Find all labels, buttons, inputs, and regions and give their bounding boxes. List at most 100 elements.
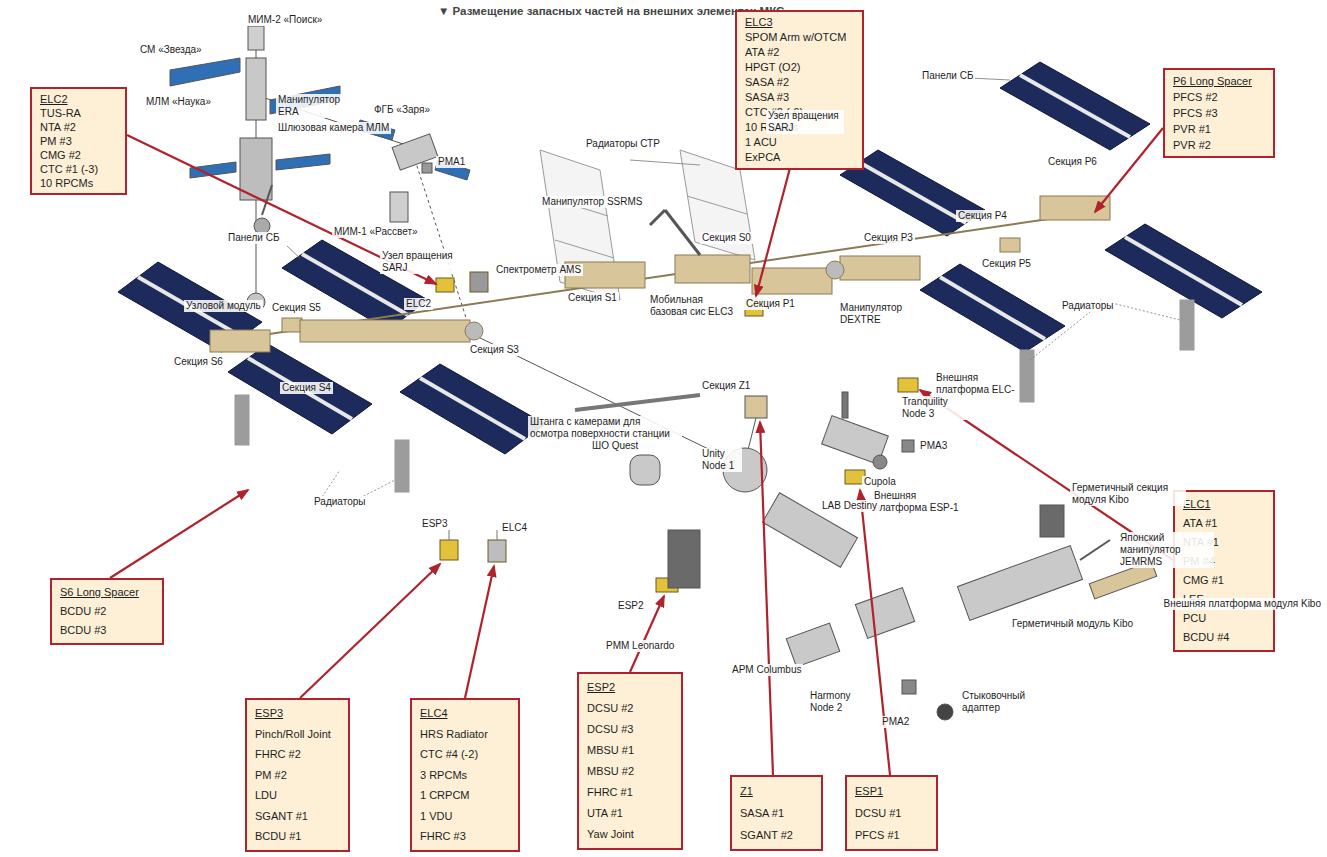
spare-part-item: SASA #1 — [740, 802, 813, 824]
part-label: LAB Destiny — [820, 500, 879, 512]
part-label: МИМ-1 «Рассвет» — [332, 226, 420, 238]
diagram-title: ▼ Размещение запасных частей на внешних … — [438, 5, 784, 17]
callout-heading: ELC4 — [420, 703, 510, 724]
leader-lines — [287, 246, 300, 258]
spare-part-item: ATA #2 — [745, 45, 854, 60]
radiators — [1180, 300, 1194, 350]
part-label: PMM Leonardo — [604, 640, 676, 652]
radiators — [555, 240, 614, 258]
pressurized-modules — [957, 546, 1082, 621]
part-label: Cupola — [862, 476, 898, 488]
callout-heading: ELC2 — [40, 92, 117, 106]
solar-arrays — [228, 344, 372, 434]
external-platforms — [449, 530, 450, 540]
part-label: Радиаторы СТР — [584, 138, 662, 150]
spare-part-item: SASA #3 — [745, 90, 854, 105]
part-label: Шлюзовая камера МЛМ — [276, 122, 391, 134]
spare-part-item: CTC #1 (-3) — [40, 162, 117, 176]
part-label: Tranquility Node 3 — [900, 396, 970, 420]
spare-part-item: PFCS #2 — [1173, 89, 1265, 105]
pressurized-modules — [873, 455, 887, 469]
part-label: Секция S3 — [468, 344, 521, 356]
spare-part-item: PCU — [1183, 609, 1265, 628]
solar-arrays — [118, 62, 1262, 454]
spare-part-item: CMG #2 — [40, 148, 117, 162]
part-label: Секция Z1 — [700, 380, 752, 392]
spare-part-item: UTA #1 — [587, 803, 673, 824]
external-platforms — [497, 530, 498, 540]
external-platforms — [436, 278, 454, 292]
callout-box: ELC4HRS RadiatorCTC #4 (-2)3 RPCMs1 CRPC… — [410, 698, 520, 852]
leader-lines — [630, 160, 700, 165]
pressurized-modules — [855, 588, 914, 639]
spare-part-item: SGANT #1 — [255, 806, 340, 827]
spare-part-item: HPGT (O2) — [745, 60, 854, 75]
part-label: Стыковочный адаптер — [960, 690, 1038, 714]
radiators — [1020, 350, 1034, 402]
truss-segments — [465, 322, 483, 340]
callout-heading: ELC1 — [1183, 495, 1265, 514]
callout-heading: ESP2 — [587, 677, 673, 698]
part-label: ФГБ «Заря» — [372, 104, 432, 116]
pressurized-modules — [668, 530, 700, 588]
spare-part-item: NTA #2 — [40, 120, 117, 134]
part-label: APM Columbus — [730, 664, 803, 676]
part-label: Секция S0 — [700, 232, 753, 244]
part-label: Внешняя платформа модуля Kibo — [1161, 598, 1323, 610]
callout-box: ESP3Pinch/Roll JointFHRC #2PM #2LDUSGANT… — [245, 698, 350, 852]
pressurized-modules — [902, 440, 914, 452]
spare-part-item: MBSU #1 — [587, 740, 673, 761]
part-label: Секция S5 — [270, 302, 323, 314]
spare-part-item: 1 ACU — [745, 135, 854, 150]
spare-part-item: MBSU #2 — [587, 761, 673, 782]
part-label: Радиаторы — [312, 496, 367, 508]
spare-part-item: CMG #1 — [1183, 571, 1265, 590]
truss-segments — [826, 261, 844, 279]
callout-heading: P6 Long Spacer — [1173, 73, 1265, 89]
spare-part-item: PM #2 — [255, 765, 340, 786]
russian-segment — [246, 58, 266, 120]
spare-part-item: Pinch/Roll Joint — [255, 724, 340, 745]
part-label: Секция S1 — [566, 292, 619, 304]
part-label: Спектрометр AMS — [494, 264, 583, 276]
part-label: Японский манипулятор JEMRMS — [1118, 532, 1214, 568]
spare-part-item: 3 RPCMs — [420, 765, 510, 786]
part-label: ELC4 — [500, 522, 529, 534]
spare-part-item: ATA #1 — [1183, 514, 1265, 533]
part-label: Манипулятор DEXTRE — [838, 302, 912, 326]
part-label: ШО Quest — [590, 440, 640, 452]
leader-lines — [1030, 304, 1100, 360]
russian-segment — [390, 192, 408, 222]
part-label: PMA1 — [436, 156, 467, 168]
russian-segment — [248, 26, 264, 50]
external-platforms — [898, 378, 918, 392]
part-label: Панели СБ — [920, 70, 975, 82]
part-label: Герметичный секция модуля Kibo — [1070, 482, 1186, 506]
spare-part-item: FHRC #3 — [420, 826, 510, 847]
spare-part-item: 1 VDU — [420, 806, 510, 827]
spare-part-item: 10 RPCMs — [40, 176, 117, 190]
spare-part-item: DCSU #3 — [587, 719, 673, 740]
part-label: ELC3 — [706, 306, 735, 318]
pressurized-modules — [665, 210, 700, 255]
part-label: Узел вращения SARJ — [766, 110, 844, 134]
callout-box: S6 Long SpacerBCDU #2BCDU #3 — [50, 578, 164, 645]
part-label: Секция P1 — [744, 298, 797, 310]
truss-segments — [210, 196, 1110, 352]
spare-part-item: HRS Radiator — [420, 724, 510, 745]
part-label: Секция S4 — [280, 382, 333, 394]
truss-segments — [752, 268, 832, 294]
callout-box: ESP1DCSU #1PFCS #1 — [845, 775, 938, 851]
callout-arrows — [110, 490, 248, 578]
truss-segments — [675, 255, 750, 283]
external-platforms — [470, 272, 488, 292]
part-label: PMA3 — [918, 440, 949, 452]
pressurized-modules — [786, 623, 839, 667]
solar-arrays — [920, 264, 1065, 352]
truss-segments — [840, 256, 920, 280]
spare-part-item: DCSU #2 — [587, 698, 673, 719]
callout-box: P6 Long SpacerPFCS #2PFCS #3PVR #1PVR #2 — [1163, 68, 1275, 158]
pressurized-modules — [842, 392, 848, 418]
solar-arrays — [1020, 75, 1130, 137]
